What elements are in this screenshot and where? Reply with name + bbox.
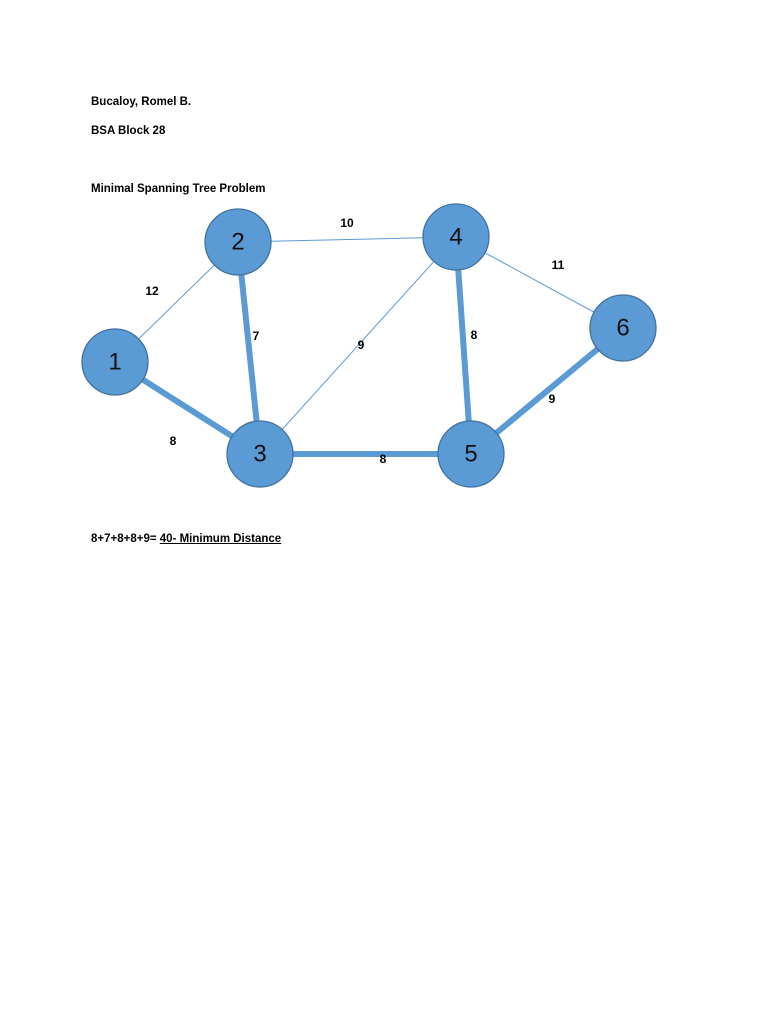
edge-weight-4-5: 8 — [471, 328, 478, 342]
node-5: 5 — [437, 420, 505, 488]
edge-weight-4-6: 11 — [552, 258, 565, 272]
edge-weight-3-4: 9 — [358, 338, 365, 352]
edge-weight-2-3: 7 — [253, 329, 260, 343]
edge-weight-5-6: 9 — [549, 392, 556, 406]
node-circle-1 — [81, 328, 149, 396]
minimum-distance-total: 40- Minimum Distance — [159, 533, 282, 545]
edge-weight-1-3: 8 — [170, 434, 177, 448]
sum-expression: 8+7+8+8+9= — [91, 533, 157, 545]
node-label-6: 6 — [616, 314, 629, 341]
edge-2-4 — [237, 236, 457, 243]
edge-weight-3-5: 8 — [380, 452, 387, 466]
node-label-2: 2 — [231, 228, 244, 255]
node-circle-4 — [422, 203, 490, 271]
edge-4-5 — [453, 236, 474, 455]
node-label-5: 5 — [464, 440, 477, 467]
node-circle-6 — [589, 294, 657, 362]
node-label-4: 4 — [449, 223, 462, 250]
node-label-3: 3 — [253, 440, 266, 467]
node-label-1: 1 — [108, 348, 121, 375]
node-circle-3 — [226, 420, 294, 488]
node-1: 1 — [81, 328, 149, 396]
node-2: 2 — [204, 208, 272, 276]
edge-weight-2-4: 10 — [340, 216, 354, 230]
node-circle-5 — [437, 420, 505, 488]
node-circle-2 — [204, 208, 272, 276]
section-block: BSA Block 28 — [91, 125, 166, 137]
node-6: 6 — [589, 294, 657, 362]
node-3: 3 — [226, 420, 294, 488]
edge-weight-1-2: 12 — [145, 284, 159, 298]
edge-3-4 — [259, 236, 457, 455]
edges-layer — [113, 236, 625, 457]
problem-title: Minimal Spanning Tree Problem — [91, 183, 266, 195]
edge-labels-layer: 12 10 11 9 8 7 8 8 9 — [145, 216, 564, 466]
author-name: Bucaloy, Romel B. — [91, 96, 192, 108]
result-line: 8+7+8+8+9= 40- Minimum Distance — [91, 532, 281, 546]
edge-2-3 — [235, 241, 263, 455]
node-4: 4 — [422, 203, 490, 271]
